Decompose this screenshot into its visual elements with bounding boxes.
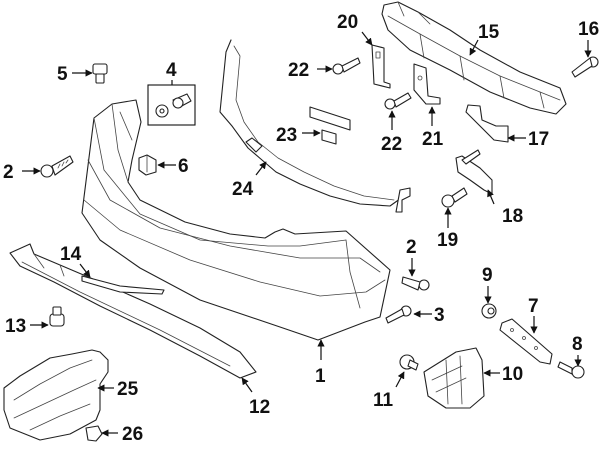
bolt-right[interactable]: [557, 361, 585, 379]
trim-strip[interactable]: [81, 275, 165, 295]
callout-22-upper[interactable]: 22: [288, 60, 309, 81]
bolt[interactable]: [385, 305, 412, 324]
callout-2-right[interactable]: 2: [406, 237, 417, 258]
splash-shield[interactable]: [3, 349, 109, 441]
callout-8[interactable]: 8: [572, 334, 583, 355]
screw-upper[interactable]: [332, 57, 361, 75]
callout-13[interactable]: 13: [5, 316, 26, 337]
bracket-upper[interactable]: [371, 44, 391, 89]
callout-18[interactable]: 18: [502, 206, 523, 227]
callout-17[interactable]: 17: [528, 129, 549, 150]
callout-1[interactable]: 1: [315, 366, 326, 387]
callout-2-left[interactable]: 2: [3, 162, 14, 183]
callout-6[interactable]: 6: [178, 156, 189, 177]
bolt-harness[interactable]: [441, 187, 468, 208]
screw-left[interactable]: [40, 155, 74, 178]
shield-nut[interactable]: [85, 425, 103, 442]
fastener-kit[interactable]: [147, 84, 196, 126]
callout-12[interactable]: 12: [249, 397, 270, 418]
callout-14[interactable]: 14: [60, 244, 82, 265]
push-clip[interactable]: [92, 63, 108, 84]
callout-10[interactable]: 10: [502, 364, 523, 385]
callout-15[interactable]: 15: [478, 22, 500, 43]
clip-nut[interactable]: [138, 154, 157, 176]
callout-11[interactable]: 11: [373, 390, 394, 411]
impact-bar[interactable]: [381, 1, 567, 115]
screw-right[interactable]: [401, 276, 430, 291]
bolt-top-right[interactable]: [571, 56, 599, 78]
callout-7[interactable]: 7: [528, 296, 539, 317]
side-bracket[interactable]: [499, 318, 553, 365]
bar-bracket[interactable]: [465, 104, 509, 143]
nut[interactable]: [481, 303, 497, 319]
callout-21[interactable]: 21: [422, 129, 444, 150]
bolt-lower[interactable]: [399, 354, 419, 371]
callout-19[interactable]: 19: [437, 230, 458, 251]
callout-23[interactable]: 23: [276, 125, 297, 146]
lower-valance[interactable]: [9, 243, 257, 379]
callout-24[interactable]: 24: [232, 179, 254, 200]
callout-9[interactable]: 9: [482, 265, 493, 286]
callout-25[interactable]: 25: [117, 379, 139, 400]
callout-4[interactable]: 4: [166, 60, 177, 81]
wiring-harness[interactable]: [219, 39, 411, 213]
callout-22-lower[interactable]: 22: [381, 134, 402, 155]
leader-lines: [22, 31, 592, 437]
bumper-cover[interactable]: [81, 99, 391, 341]
harness-bracket[interactable]: [455, 149, 493, 195]
sensor-bracket[interactable]: [309, 106, 351, 145]
screw-lower[interactable]: [384, 92, 412, 110]
callout-labels: 1 2 2 3 4 5 6 7 8 9 10 11 12 13 14 15 16…: [3, 12, 599, 445]
bracket-lower[interactable]: [413, 63, 441, 105]
side-support-bracket[interactable]: [423, 347, 485, 409]
callout-16[interactable]: 16: [578, 19, 599, 40]
callout-5[interactable]: 5: [57, 64, 68, 85]
callout-3[interactable]: 3: [434, 305, 445, 326]
callout-20[interactable]: 20: [337, 12, 358, 33]
retainer[interactable]: [49, 306, 65, 327]
callout-26[interactable]: 26: [122, 424, 143, 445]
